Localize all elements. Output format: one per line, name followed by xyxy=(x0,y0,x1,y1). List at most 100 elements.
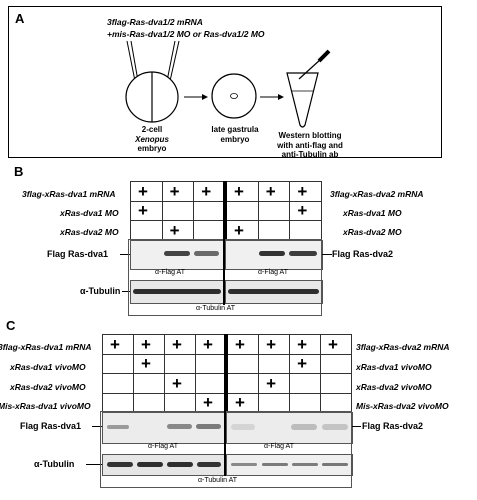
c-cell-2-7 xyxy=(320,373,352,394)
c-cell-1-5 xyxy=(258,354,291,374)
c-cell-0-6: + xyxy=(289,334,321,355)
panel-c-left-label-0: 3flag-xRas-dva1 mRNA xyxy=(0,342,92,352)
plus-mark: + xyxy=(169,181,180,201)
stage2-caption: late gastrula embryo xyxy=(199,125,271,144)
panel-b-right-label-2: xRas-dva2 MO xyxy=(343,227,402,237)
plus-mark: + xyxy=(265,181,276,201)
c-cell-0-7: + xyxy=(320,334,352,355)
c-cell-3-7 xyxy=(320,393,352,413)
label-tick xyxy=(92,426,102,427)
plus-mark: + xyxy=(202,334,213,354)
panel-b-left-label-2: xRas-dva2 MO xyxy=(60,227,119,237)
c-cell-2-4 xyxy=(226,373,260,394)
stage3-line1: Western blotting xyxy=(278,131,342,140)
b-cell-0-1: + xyxy=(161,181,195,202)
c-cell-0-2: + xyxy=(163,334,196,355)
plus-mark: + xyxy=(234,181,244,201)
b-cell-2-0 xyxy=(130,220,163,241)
panel-c-right-label-2: xRas-dva2 vivoMO xyxy=(356,382,432,392)
c-cell-2-3 xyxy=(194,373,228,394)
plus-mark: + xyxy=(169,220,180,240)
stage3-line3: anti-Tubulin ab xyxy=(281,150,339,159)
c-cell-2-0 xyxy=(102,373,134,394)
b-cell-0-2: + xyxy=(193,181,227,202)
plus-mark: + xyxy=(171,334,182,354)
c-cell-1-4 xyxy=(226,354,260,374)
panel-c-right-label-3: Mis-xRas-dva2 vivoMO xyxy=(356,401,449,411)
c-cell-0-5: + xyxy=(258,334,291,355)
panel-b-tubulin-blot-left xyxy=(130,280,225,304)
plus-mark: + xyxy=(141,354,151,373)
plus-mark: + xyxy=(201,181,212,201)
panel-c-flag-blot-left xyxy=(102,412,226,444)
panel-b-flag-blot-right xyxy=(225,240,323,270)
c-cell-2-6 xyxy=(289,373,321,394)
c-cell-1-0 xyxy=(102,354,134,374)
c-cell-2-5: + xyxy=(258,373,291,394)
c-cell-1-7 xyxy=(320,354,352,374)
plus-mark: + xyxy=(266,334,277,354)
panel-c-outline xyxy=(100,411,352,488)
panel-c-flag-label-left: Flag Ras-dva1 xyxy=(20,421,82,431)
plus-mark: + xyxy=(297,201,308,220)
panel-c-flag-at-left: α-Flag AT xyxy=(148,443,178,450)
b-cell-1-1 xyxy=(161,201,195,221)
c-cell-0-4: + xyxy=(226,334,260,355)
b-cell-1-0: + xyxy=(130,201,163,221)
plus-mark: + xyxy=(297,334,307,354)
b-cell-2-5 xyxy=(289,220,322,241)
panel-c-right-label-1: xRas-dva1 vivoMO xyxy=(356,362,432,372)
b-cell-1-4 xyxy=(257,201,291,221)
b-cell-2-1: + xyxy=(161,220,195,241)
stage3-caption: Western blotting with anti-flag and anti… xyxy=(265,131,355,160)
panel-c-right-label-0: 3flag-xRas-dva2 mRNA xyxy=(356,342,450,352)
plus-mark: + xyxy=(138,201,148,220)
stage1-line2: Xenopus xyxy=(135,134,169,144)
stage2-line2: embryo xyxy=(220,134,250,144)
b-cell-0-5: + xyxy=(289,181,322,202)
b-cell-2-4 xyxy=(257,220,291,241)
panel-b-flag-label-right: Flag Ras-dva2 xyxy=(332,249,394,259)
c-cell-0-0: + xyxy=(102,334,134,355)
panel-b-tubulin-blot-right xyxy=(225,280,323,304)
panel-b-outline xyxy=(128,239,322,316)
c-cell-3-0 xyxy=(102,393,134,413)
plus-mark: + xyxy=(171,373,182,393)
b-cell-1-5: + xyxy=(289,201,322,221)
panel-b-left-label-0: 3flag-xRas-dva1 mRNA xyxy=(22,189,116,199)
c-cell-1-1: + xyxy=(132,354,165,374)
panel-b-tubulin-at: α-Tubulin AT xyxy=(196,305,236,312)
panel-c-tubulin-blot-left xyxy=(102,454,226,476)
c-cell-3-1 xyxy=(132,393,165,413)
panel-b-condition-grid: + + + + + + + + + + xyxy=(130,181,322,241)
label-tick xyxy=(120,254,130,255)
b-cell-1-2 xyxy=(193,201,227,221)
c-cell-3-5 xyxy=(258,393,291,413)
c-cell-0-3: + xyxy=(194,334,228,355)
plus-mark: + xyxy=(110,334,120,354)
panel-a-box: A 3flag-Ras-dva1/2 mRNA +mis-Ras-dva1/2 … xyxy=(8,6,442,160)
panel-b-flag-blot-left xyxy=(130,240,225,270)
panel-c-flag-at-right: α-Flag AT xyxy=(264,443,294,450)
panel-b-flag-at-left: α-Flag AT xyxy=(155,269,185,276)
panel-c-tubulin-at: α-Tubulin AT xyxy=(198,477,238,484)
panel-c-letter: C xyxy=(6,318,16,333)
stage1-caption: 2-cell Xenopus embryo xyxy=(122,125,182,154)
panel-c-left-label-2: xRas-dva2 vivoMO xyxy=(10,382,86,392)
panel-c-left-label-3: Mis-xRas-dva1 vivoMO xyxy=(0,401,91,411)
panel-b-left-label-1: xRas-dva1 MO xyxy=(60,208,119,218)
stage2-line1: late gastrula xyxy=(211,125,259,134)
c-cell-3-3: + xyxy=(194,393,228,413)
workflow-diagram xyxy=(125,40,331,128)
b-cell-0-3: + xyxy=(225,181,259,202)
label-tick xyxy=(122,291,130,292)
panel-b-right-label-0: 3flag-xRas-dva2 mRNA xyxy=(330,189,424,199)
b-cell-2-2 xyxy=(193,220,227,241)
label-tick xyxy=(351,426,361,427)
label-tick xyxy=(322,254,332,255)
panel-b-right-label-1: xRas-dva1 MO xyxy=(343,208,402,218)
panel-b-flag-at-right: α-Flag AT xyxy=(258,269,288,276)
b-cell-2-3: + xyxy=(225,220,259,241)
panel-b-tubulin-label: α-Tubulin xyxy=(80,286,121,296)
plus-mark: + xyxy=(297,354,307,373)
